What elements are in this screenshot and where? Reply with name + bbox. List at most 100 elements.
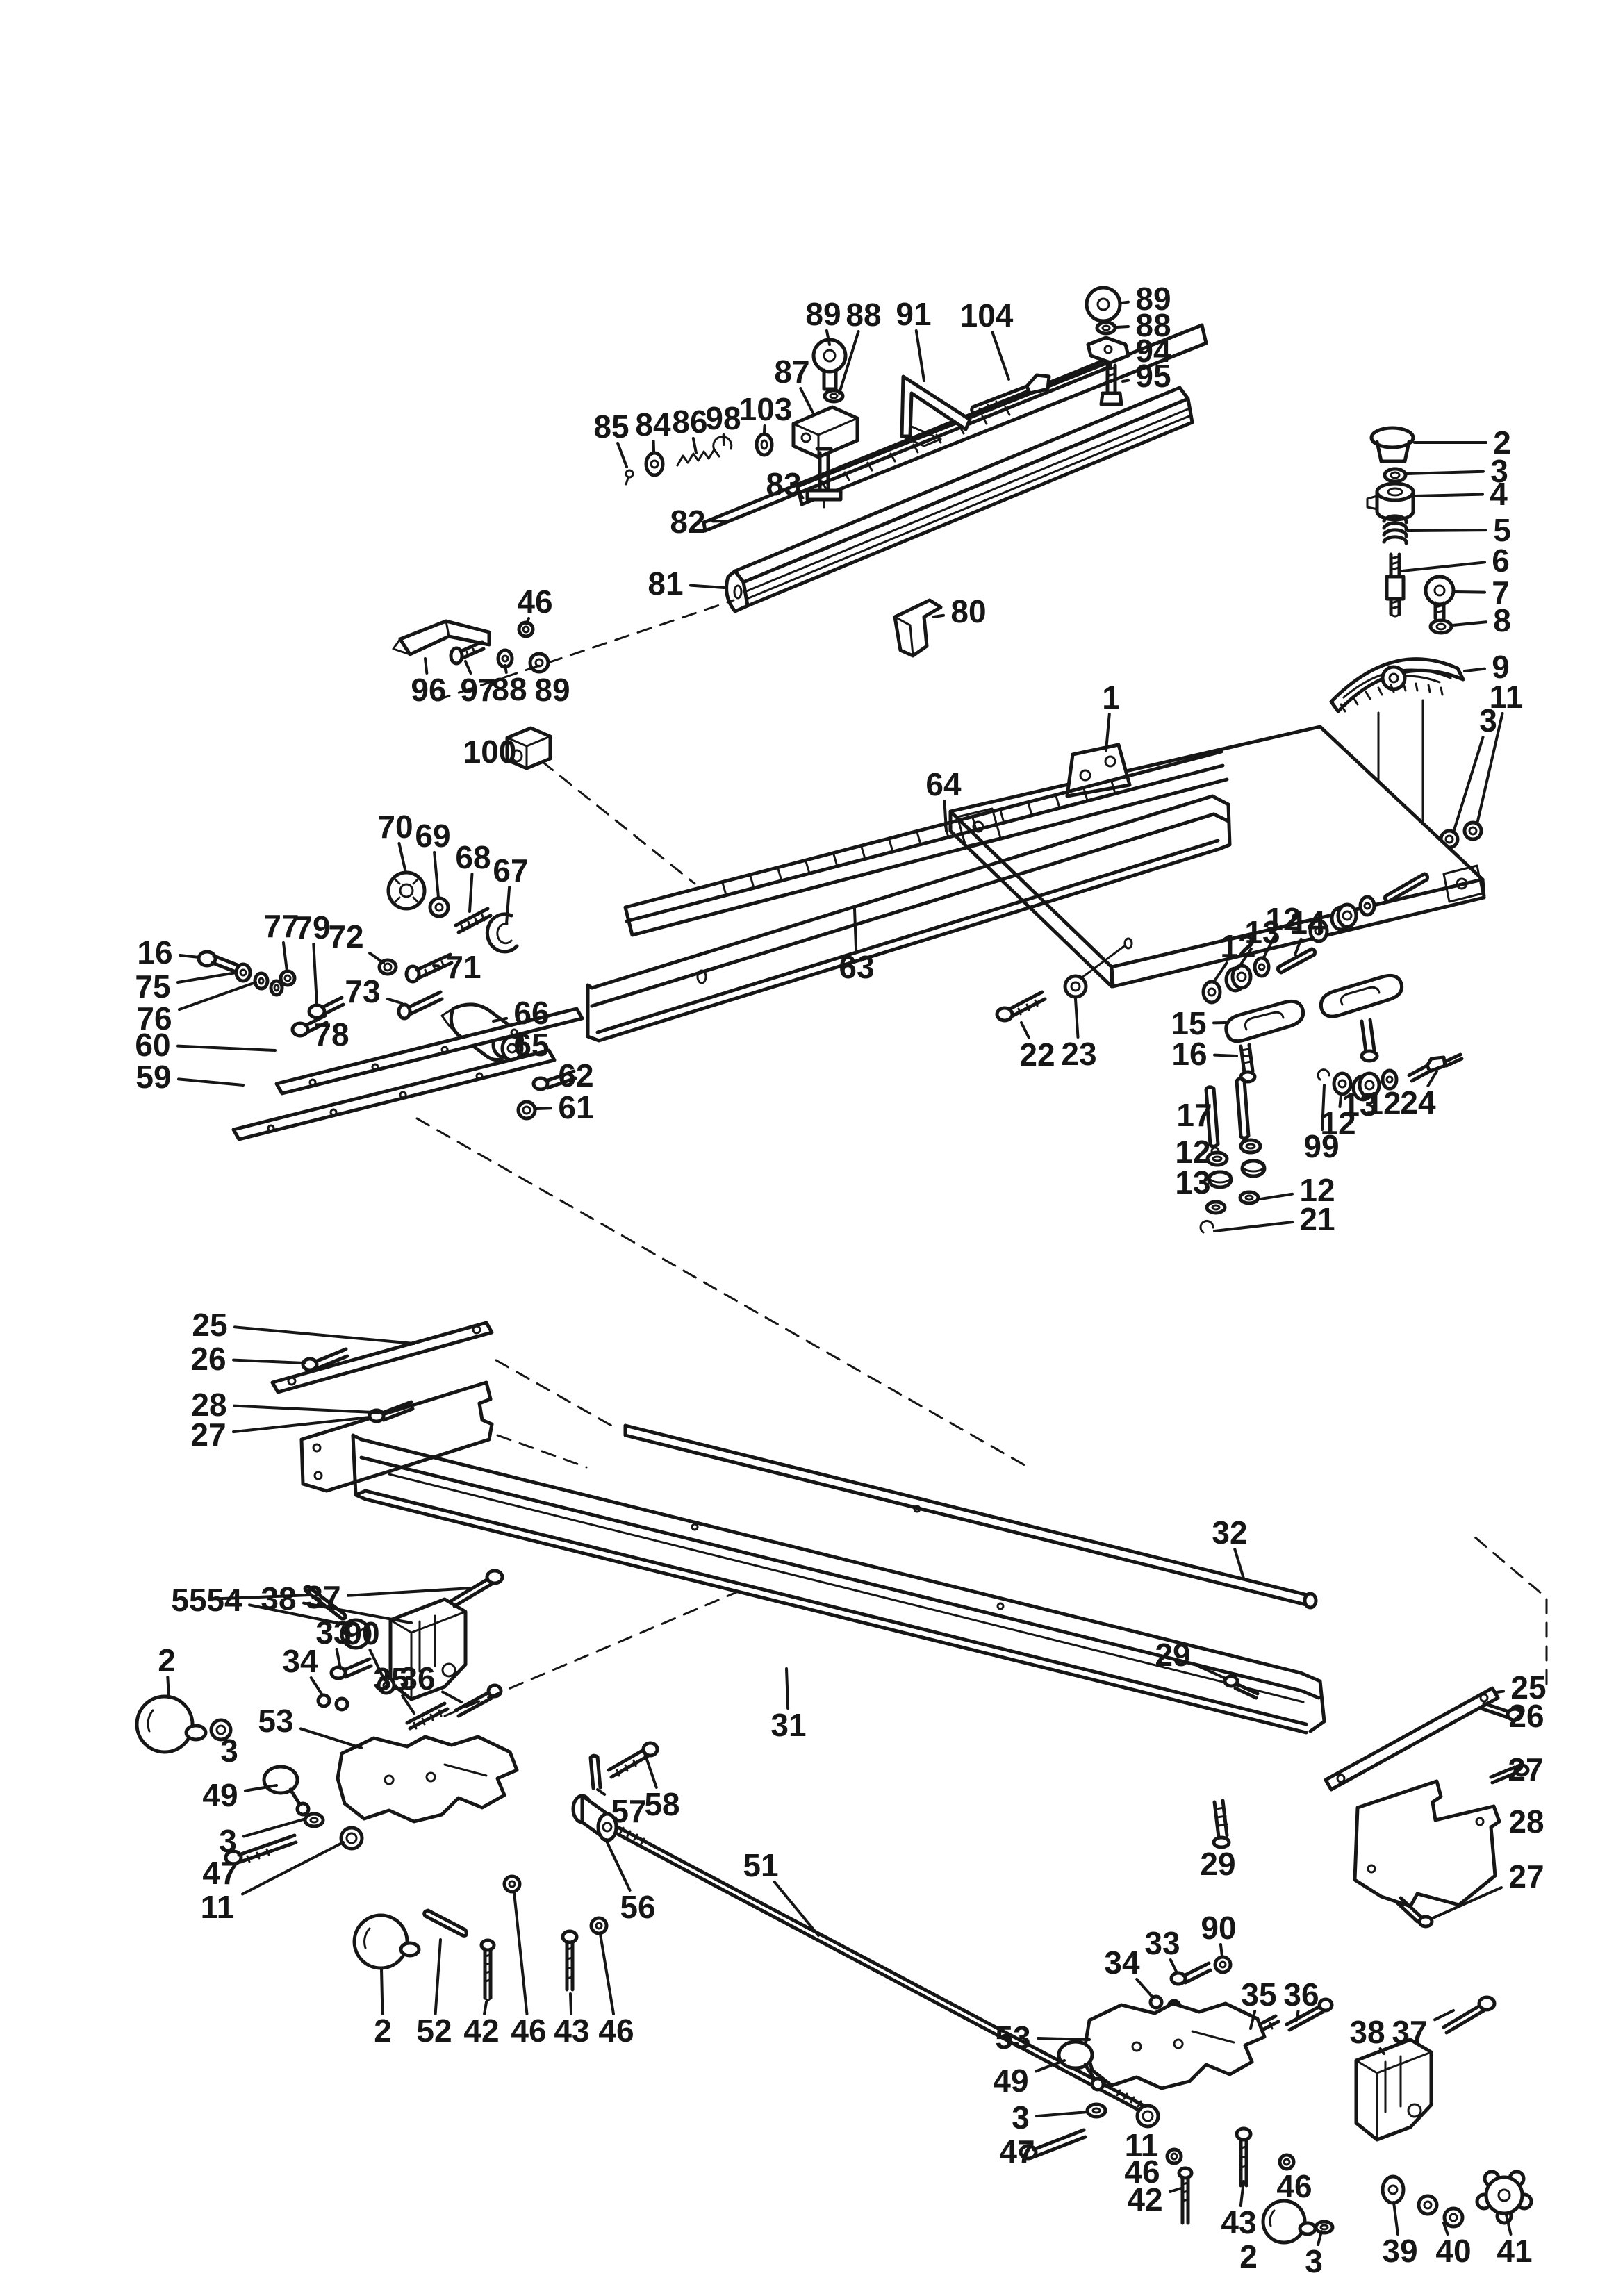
left-latch-cluster-drawing	[135, 1569, 609, 2001]
part-label-51-87: 51	[743, 1847, 778, 1883]
part-label-104-3: 104	[960, 297, 1014, 333]
part-label-103-9: 103	[739, 391, 793, 427]
leader-line-12-72	[1259, 1192, 1294, 1200]
part-96-bracket-drawing	[392, 619, 550, 674]
leader-line-81-12	[689, 584, 725, 589]
part-label-86-7: 86	[672, 404, 707, 440]
part-label-41-133: 41	[1497, 2233, 1532, 2269]
part-label-21-73: 21	[1299, 1201, 1335, 1237]
part-label-95-23: 95	[1135, 358, 1171, 394]
leader-line-12-60	[1262, 934, 1276, 960]
part-label-15-62: 15	[1171, 1005, 1206, 1041]
part-label-29-86: 29	[1200, 1846, 1235, 1882]
part-label-53-101: 53	[258, 1703, 293, 1739]
part-label-56-90: 56	[620, 1889, 655, 1925]
leader-line-35-99	[401, 1694, 415, 1715]
leader-line-3-104	[242, 1817, 307, 1838]
leader-line-11-106	[241, 1841, 345, 1896]
leader-line-76-45	[178, 981, 257, 1011]
part-label-13-66: 13	[1175, 1164, 1210, 1200]
part-label-99-67: 99	[1303, 1128, 1339, 1164]
leader-line-38-118	[1378, 2047, 1385, 2055]
leader-line-53-101	[299, 1727, 363, 1749]
part-label-39-131: 39	[1382, 2233, 1417, 2269]
leader-line-6-28	[1401, 561, 1486, 572]
leader-line-55-91	[213, 1594, 311, 1601]
part-label-36-117: 36	[1283, 1976, 1319, 2013]
part-label-34-115: 34	[1104, 1944, 1140, 1981]
leader-line-97-16	[464, 660, 472, 675]
leader-line-3-130	[1317, 2230, 1323, 2246]
leader-line-61-52	[535, 1107, 552, 1110]
left-extension-plates-drawing	[270, 1321, 613, 1493]
part-label-34-98: 34	[282, 1643, 318, 1679]
leader-line-89-0	[825, 329, 831, 346]
part-83-t-bolt-drawing	[805, 447, 843, 509]
part-label-12-72: 12	[1299, 1172, 1335, 1208]
fence-small-hardware-drawing	[625, 432, 774, 486]
leader-line-80-13	[932, 613, 945, 618]
part-label-57-89: 57	[611, 1793, 646, 1829]
leader-line-35-116	[1249, 2010, 1257, 2030]
leader-line-42-109	[483, 2001, 488, 2015]
leader-line-68-36	[468, 873, 474, 913]
leader-line-36-117	[1295, 2010, 1300, 2022]
leader-line-70-34	[397, 842, 407, 874]
part-label-23-57: 23	[1061, 1036, 1096, 1072]
leader-line-27-85	[1430, 1886, 1503, 1920]
leader-line-28-76	[233, 1404, 389, 1414]
leader-line-39-131	[1392, 2201, 1399, 2236]
part-94-knob-stack-drawing	[1085, 286, 1130, 406]
leader-line-5-27	[1406, 529, 1487, 532]
part-label-3-102: 3	[220, 1733, 238, 1769]
part-label-2-24: 2	[1493, 424, 1511, 461]
part-label-47-105: 47	[202, 1855, 238, 1891]
part-label-49-121: 49	[993, 2063, 1028, 2099]
part-label-22-56: 22	[1019, 1036, 1055, 1073]
leader-line-49-121	[1035, 2059, 1066, 2073]
part-label-1-53: 1	[1102, 679, 1120, 716]
part-label-46-112: 46	[598, 2013, 634, 2049]
part-label-81-12: 81	[648, 565, 683, 602]
leader-line-90-97	[368, 1649, 386, 1681]
leader-line-69-35	[433, 851, 440, 899]
leader-line-96-15	[424, 657, 429, 675]
part-label-76-45: 76	[136, 1000, 172, 1036]
part-label-26-82: 26	[1508, 1698, 1544, 1734]
part-label-68-36: 68	[455, 839, 491, 875]
leader-line-46-14	[525, 617, 530, 625]
leader-line-87-4	[799, 387, 814, 414]
leader-line-60-49	[176, 1044, 277, 1052]
part-label-12-65: 12	[1175, 1134, 1210, 1170]
leader-line-46-112	[599, 1933, 616, 2015]
part-label-47-123: 47	[999, 2133, 1035, 2170]
leader-line-3-25	[1406, 470, 1485, 475]
part-label-60-49: 60	[135, 1027, 170, 1063]
leader-line-57-89	[596, 1788, 607, 1796]
part-label-90-113: 90	[1201, 1910, 1236, 1946]
part-17-pins-washers-drawing	[1199, 1052, 1464, 1234]
part-label-80-13: 80	[950, 593, 986, 629]
leader-line-27-77	[232, 1416, 371, 1434]
leader-line-12-68	[1338, 1095, 1342, 1108]
part-15-16-gib-drawing	[1224, 999, 1305, 1084]
part-32-guide-tube-drawing	[623, 1423, 1318, 1610]
part-label-89-20: 89	[1135, 281, 1171, 317]
leader-line-13-59	[1237, 948, 1253, 970]
leader-line-4-26	[1413, 493, 1484, 497]
part-label-42-109: 42	[463, 2013, 499, 2049]
part-label-84-6: 84	[635, 406, 671, 443]
part-104-bolt-drawing	[970, 373, 1051, 416]
leader-line-26-75	[232, 1358, 306, 1364]
part-label-98-8: 98	[705, 400, 741, 436]
leader-line-72-40	[368, 952, 385, 964]
right-extension-plates-drawing	[1324, 1535, 1548, 1929]
leader-line-41-133	[1505, 2213, 1513, 2236]
leader-line-77-38	[281, 941, 288, 973]
part-label-49-103: 49	[202, 1777, 238, 1813]
leader-line-56-90	[604, 1838, 632, 1892]
part-label-27-85: 27	[1508, 1858, 1544, 1894]
part-label-91-2: 91	[896, 296, 931, 332]
part-label-29-79: 29	[1155, 1637, 1190, 1673]
part-label-12-70: 12	[1365, 1085, 1401, 1121]
